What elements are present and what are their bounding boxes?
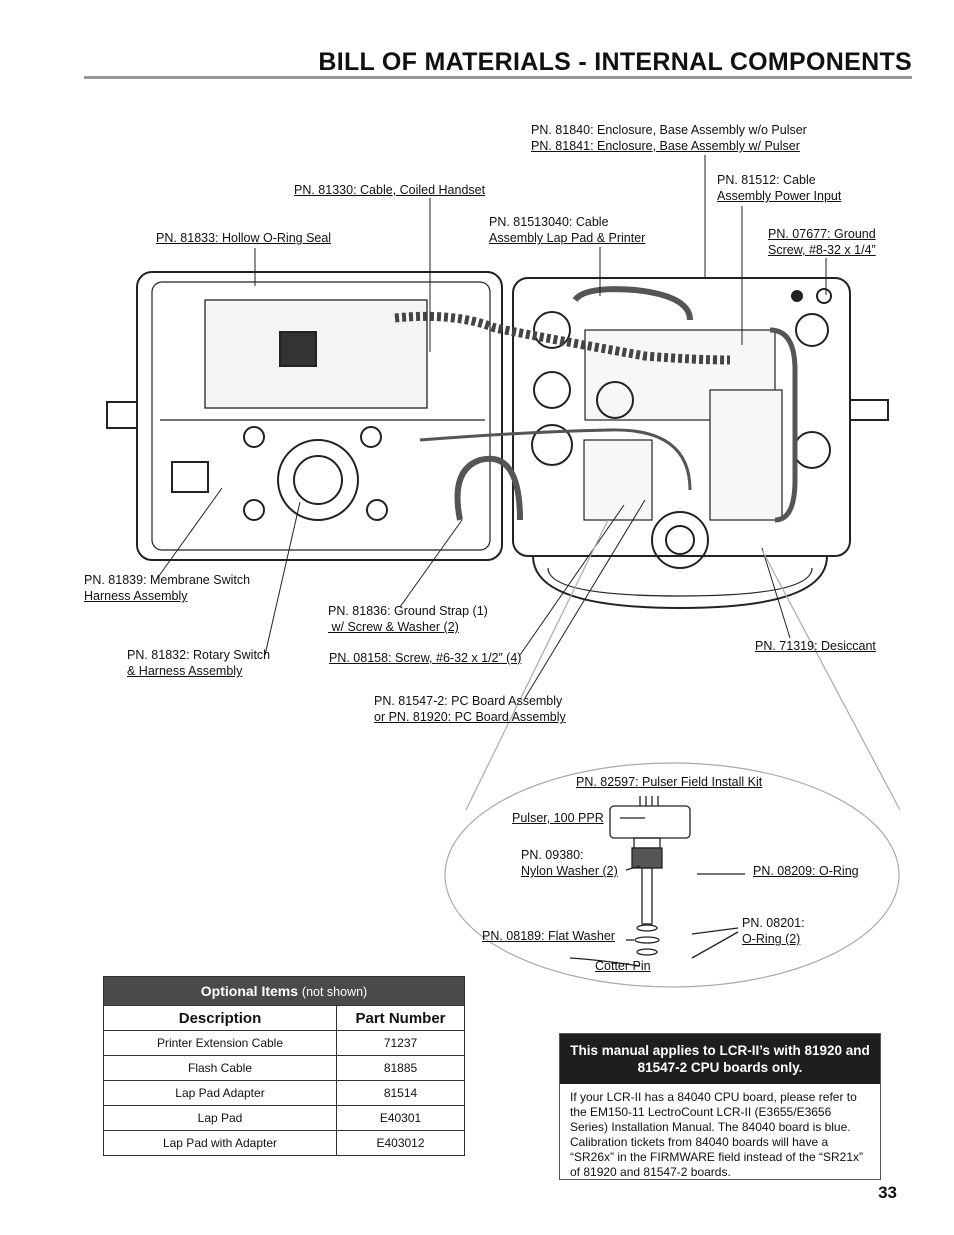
label-cable-power: PN. 81512: Cable Assembly Power Input	[717, 173, 842, 203]
label-pcb: PN. 81547-2: PC Board Assembly or PN. 81…	[374, 694, 566, 724]
column-header-part-number: Part Number	[336, 1005, 465, 1031]
label-oring-seal: PN. 81833: Hollow O-Ring Seal	[156, 231, 332, 245]
title-rule	[84, 76, 912, 79]
label-oring-08209: PN. 08209: O-Ring	[753, 864, 859, 878]
cpu-board-notice: This manual applies to LCR-II’s with 819…	[559, 1033, 881, 1180]
notice-heading: This manual applies to LCR-II’s with 819…	[560, 1034, 880, 1084]
label-pulser-kit: PN. 82597: Pulser Field Install Kit	[576, 775, 763, 789]
table-row: Printer Extension Cable 71237	[103, 1030, 465, 1056]
notice-body: If your LCR-II has a 84040 CPU board, pl…	[570, 1090, 863, 1179]
column-header-description: Description	[103, 1005, 337, 1031]
label-oring-08201: PN. 08201: O-Ring (2)	[742, 916, 805, 946]
optional-items-header: Optional Items (not shown)	[103, 976, 465, 1006]
optional-items-table: Optional Items (not shown) Description P…	[103, 976, 465, 1156]
label-cable-lap: PN. 81513040: Cable Assembly Lap Pad & P…	[489, 215, 646, 245]
label-screw: PN. 08158: Screw, #6-32 x 1/2” (4)	[329, 651, 522, 665]
label-desiccant: PN. 71319: Desiccant	[755, 639, 876, 653]
page-title: BILL OF MATERIALS - INTERNAL COMPONENTS	[318, 48, 912, 76]
label-ground-screw: PN. 07677: Ground Screw, #8-32 x 1/4”	[768, 227, 876, 257]
label-cotter-pin: Cotter Pin	[595, 959, 651, 973]
label-enclosure: PN. 81840: Enclosure, Base Assembly w/o …	[531, 123, 807, 153]
label-flat-washer: PN. 08189: Flat Washer	[482, 929, 615, 943]
table-row: Lap Pad Adapter 81514	[103, 1080, 465, 1106]
table-row: Lap Pad E40301	[103, 1105, 465, 1131]
label-membrane: PN. 81839: Membrane Switch Harness Assem…	[84, 573, 251, 603]
label-ground-strap: PN. 81836: Ground Strap (1) w/ Screw & W…	[328, 604, 488, 634]
page-number: 33	[878, 1183, 897, 1202]
table-row: Lap Pad with Adapter E403012	[103, 1130, 465, 1156]
label-coiled-handset: PN. 81330: Cable, Coiled Handset	[294, 183, 486, 197]
label-nylon-washer: PN. 09380: Nylon Washer (2)	[521, 848, 618, 878]
label-rotary: PN. 81832: Rotary Switch & Harness Assem…	[127, 648, 271, 678]
table-row: Flash Cable 81885	[103, 1055, 465, 1081]
label-pulser-100: Pulser, 100 PPR	[512, 811, 604, 825]
